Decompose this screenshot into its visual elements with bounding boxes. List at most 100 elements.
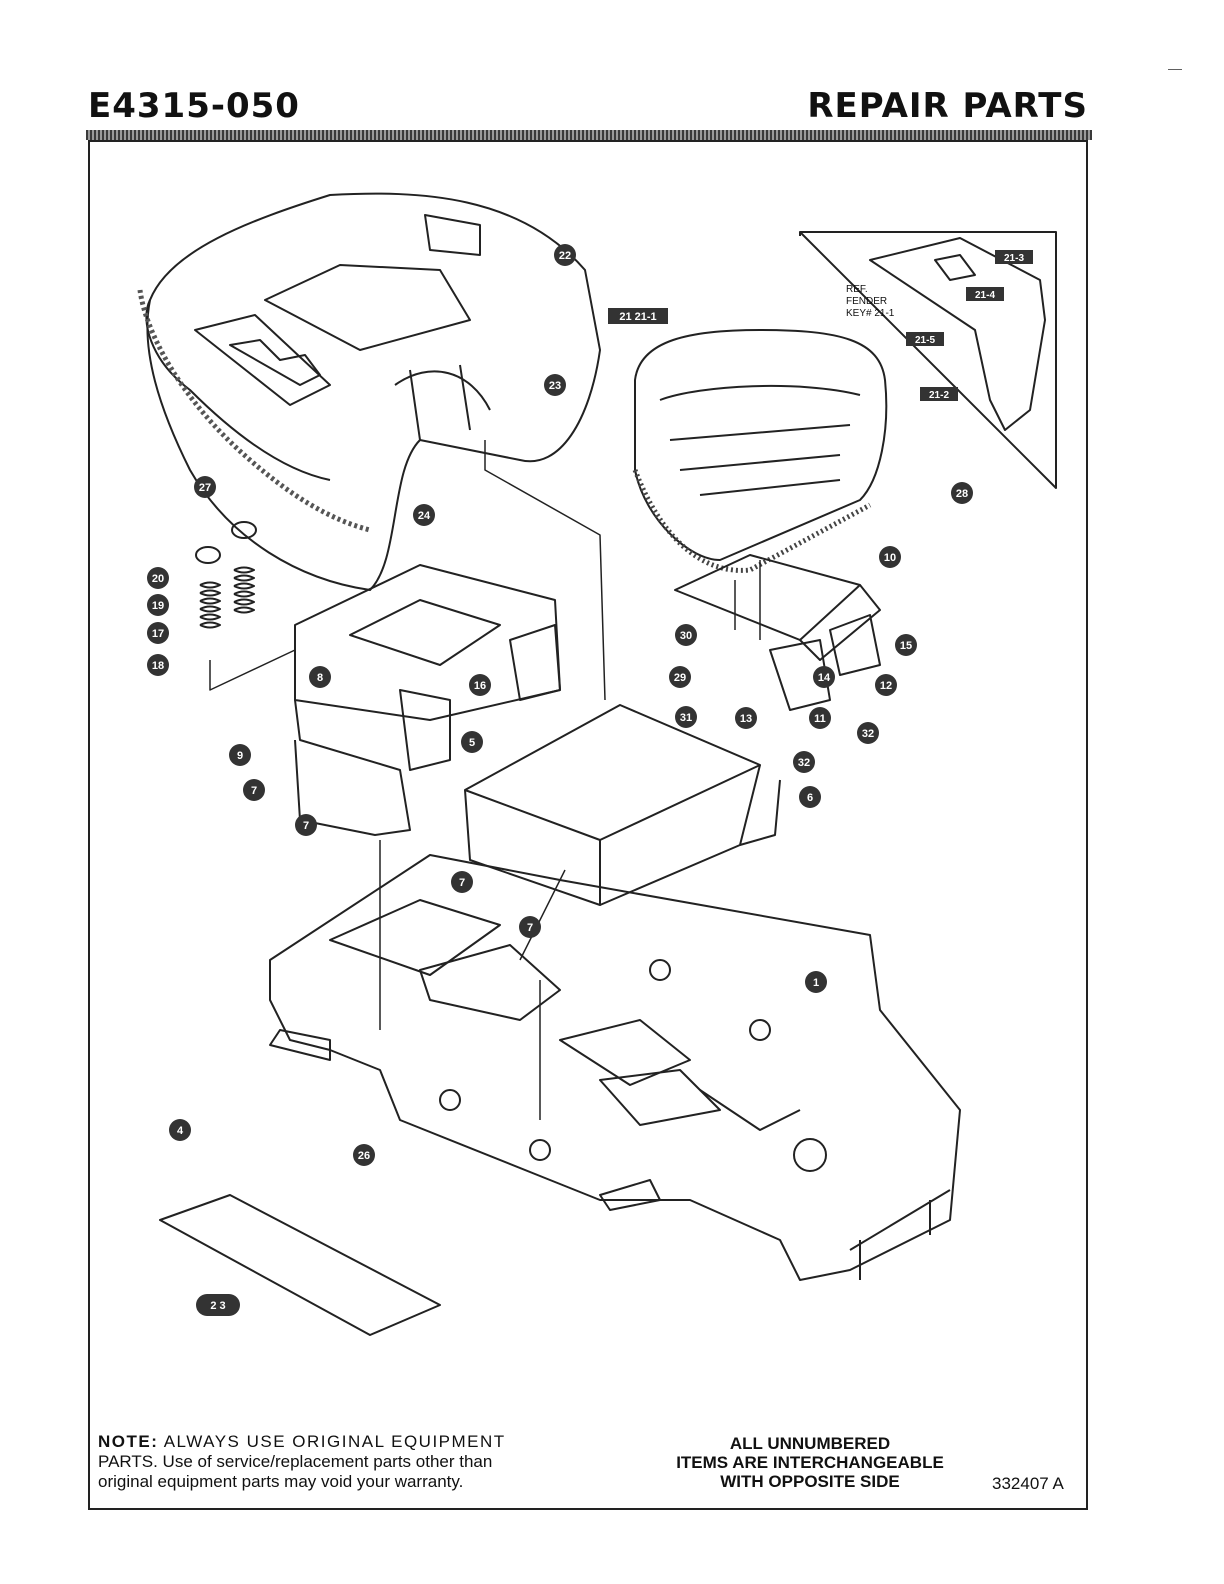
- svg-text:11: 11: [814, 713, 826, 725]
- svg-text:8: 8: [317, 672, 323, 684]
- inset-detail: [799, 231, 1057, 489]
- main-frame: [269, 854, 961, 1281]
- document-number: 332407 A: [992, 1474, 1064, 1493]
- callout-28: 28: [951, 482, 973, 504]
- callout-20: 20: [147, 567, 169, 589]
- svg-text:15: 15: [900, 640, 912, 652]
- callout-9: 9: [229, 744, 251, 766]
- svg-text:21 21-1: 21 21-1: [619, 311, 656, 323]
- diagram-frame: [88, 140, 1088, 1510]
- callout-4: 4: [169, 1119, 191, 1141]
- foot-plate: [159, 1194, 441, 1336]
- svg-text:18: 18: [152, 660, 164, 672]
- assembly-lines: [209, 440, 761, 1120]
- callout-16: 16: [469, 674, 491, 696]
- seat-bracket: [674, 554, 881, 711]
- callout-32b: 32: [793, 751, 815, 773]
- callout-10: 10: [879, 546, 901, 568]
- note-prefix: NOTE:: [98, 1432, 159, 1451]
- svg-text:28: 28: [956, 488, 968, 500]
- svg-text:6: 6: [807, 792, 813, 804]
- callout-7b: 7: [295, 814, 317, 836]
- svg-text:17: 17: [152, 628, 164, 640]
- callout-29: 29: [669, 666, 691, 688]
- callout-17: 17: [147, 622, 169, 644]
- svg-text:14: 14: [818, 672, 831, 684]
- callout-32a: 32: [857, 722, 879, 744]
- center-cover: [464, 704, 781, 906]
- svg-text:21-5: 21-5: [915, 335, 935, 346]
- svg-text:1: 1: [813, 977, 819, 989]
- svg-text:30: 30: [680, 630, 692, 642]
- svg-text:24: 24: [418, 510, 431, 522]
- svg-text:26: 26: [358, 1150, 370, 1162]
- callout-15: 15: [895, 634, 917, 656]
- svg-text:7: 7: [459, 877, 465, 889]
- svg-text:7: 7: [527, 922, 533, 934]
- header-rule: [86, 130, 1092, 140]
- svg-text:29: 29: [674, 672, 686, 684]
- callout-21-2: 21-2: [920, 387, 958, 401]
- svg-text:21-3: 21-3: [1004, 253, 1024, 264]
- callout-21-3: 21-3: [995, 250, 1033, 264]
- note-line-2: PARTS. Use of service/replacement parts …: [98, 1452, 493, 1471]
- section-title: REPAIR PARTS: [807, 86, 1088, 126]
- callout-11: 11: [809, 707, 831, 729]
- callout-24: 24: [413, 504, 435, 526]
- callout-21-4: 21-4: [966, 287, 1004, 301]
- callout-5: 5: [461, 731, 483, 753]
- svg-text:32: 32: [798, 757, 810, 769]
- svg-text:2 3: 2 3: [210, 1300, 225, 1312]
- svg-text:21-4: 21-4: [975, 290, 995, 301]
- callout-8: 8: [309, 666, 331, 688]
- callout-1: 1: [805, 971, 827, 993]
- svg-text:10: 10: [884, 552, 896, 564]
- svg-text:20: 20: [152, 573, 164, 585]
- inset-ref-line-2: FENDER: [846, 296, 887, 307]
- note-line-1: ALWAYS USE ORIGINAL EQUIPMENT: [163, 1432, 506, 1451]
- svg-text:7: 7: [303, 820, 309, 832]
- callout-26: 26: [353, 1144, 375, 1166]
- svg-text:12: 12: [880, 680, 892, 692]
- svg-text:22: 22: [559, 250, 571, 262]
- callout-2-3: 2 3: [196, 1294, 240, 1316]
- callout-13: 13: [735, 707, 757, 729]
- seat: [632, 329, 888, 573]
- interchange-line-1: ALL UNNUMBERED: [729, 1434, 891, 1453]
- svg-text:21-2: 21-2: [929, 390, 949, 401]
- svg-text:32: 32: [862, 728, 874, 740]
- callout-30: 30: [675, 624, 697, 646]
- callout-19: 19: [147, 594, 169, 616]
- interchangeable-note: ALL UNNUMBERED ITEMS ARE INTERCHANGEABLE…: [630, 1434, 990, 1491]
- corner-mark: —: [1168, 60, 1182, 76]
- svg-text:5: 5: [469, 737, 475, 749]
- fender: [137, 192, 601, 591]
- callout-7a: 7: [243, 779, 265, 801]
- callout-23: 23: [544, 374, 566, 396]
- svg-text:4: 4: [177, 1125, 184, 1137]
- callout-12: 12: [875, 674, 897, 696]
- callout-21: 21 21-1: [608, 308, 668, 324]
- svg-text:31: 31: [680, 712, 692, 724]
- callout-6: 6: [799, 786, 821, 808]
- dash-panel: [294, 564, 561, 836]
- callout-14: 14: [813, 666, 835, 688]
- interchange-line-2: ITEMS ARE INTERCHANGEABLE: [676, 1453, 944, 1472]
- inset-ref-line-3: KEY# 21-1: [846, 308, 895, 319]
- svg-text:16: 16: [474, 680, 486, 692]
- callout-7c: 7: [451, 871, 473, 893]
- callout-31: 31: [675, 706, 697, 728]
- interchange-line-3: WITH OPPOSITE SIDE: [720, 1472, 900, 1491]
- svg-text:23: 23: [549, 380, 561, 392]
- svg-text:9: 9: [237, 750, 243, 762]
- model-number: E4315-050: [88, 86, 300, 126]
- warranty-note: NOTE: ALWAYS USE ORIGINAL EQUIPMENT PART…: [98, 1432, 598, 1492]
- svg-text:7: 7: [251, 785, 257, 797]
- svg-text:13: 13: [740, 713, 752, 725]
- springs: [195, 521, 257, 629]
- callout-7d: 7: [519, 916, 541, 938]
- svg-text:19: 19: [152, 600, 164, 612]
- callout-22: 22: [554, 244, 576, 266]
- inset-ref-line-1: REF.: [846, 284, 868, 295]
